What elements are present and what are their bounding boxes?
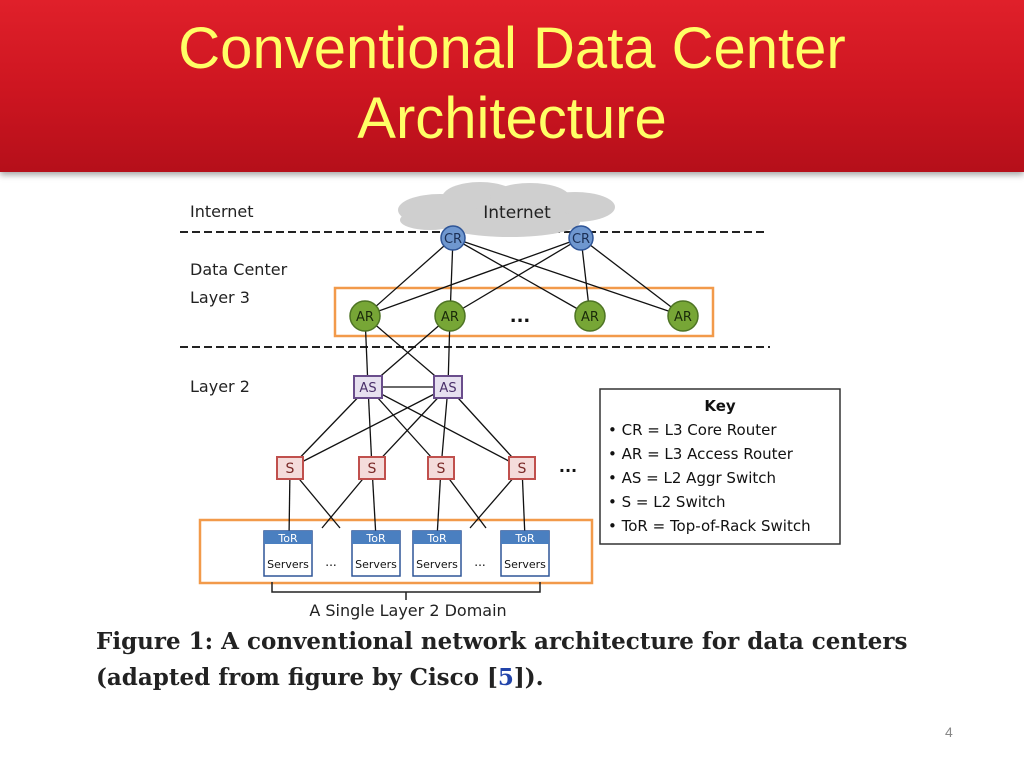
s-node: S [276, 456, 304, 480]
servers-label: Servers [355, 558, 397, 571]
layer-label-dc-line2: Layer 3 [190, 288, 250, 307]
ar-node: AR [349, 300, 381, 332]
figure-caption: Figure 1: A conventional network archite… [96, 624, 936, 696]
servers-label: Servers [504, 558, 546, 571]
layer3-ar-box [333, 286, 715, 338]
tor-rack: ToR Servers [500, 530, 550, 577]
ar-node: AR [434, 300, 466, 332]
tor-label: ToR [277, 532, 298, 545]
cr-node-label: CR [572, 232, 590, 247]
tor-label: ToR [514, 532, 535, 545]
tor-rack: ToR Servers [263, 530, 313, 577]
s-ellipsis: ... [559, 457, 577, 476]
tor-label: ToR [426, 532, 447, 545]
ar-node-label: AR [581, 310, 599, 325]
layer-label-layer2: Layer 2 [190, 377, 250, 396]
as-node: AS [353, 375, 383, 399]
cr-node: CR [568, 225, 594, 251]
internet-cloud-label: Internet [483, 203, 551, 223]
servers-label: Servers [267, 558, 309, 571]
s-node-label: S [286, 461, 295, 477]
caption-line2: (adapted from figure by Cisco [5]). [96, 660, 936, 696]
caption-line2-end: ]). [513, 664, 544, 691]
ar-ellipsis: ... [510, 306, 531, 327]
s-node-label: S [437, 461, 446, 477]
tor-label: ToR [365, 532, 386, 545]
s-node-label: S [518, 461, 527, 477]
ar-node-label: AR [441, 310, 459, 325]
domain-bracket [271, 582, 541, 600]
ar-node: AR [667, 300, 699, 332]
key-item: • AR = L3 Access Router [608, 445, 794, 463]
as-node-label: AS [359, 381, 376, 396]
layer-label-dc-line1: Data Center [190, 260, 288, 279]
cr-node-label: CR [444, 232, 462, 247]
layer-label-internet: Internet [190, 202, 254, 221]
ar-node-label: AR [674, 310, 692, 325]
slide-number: 4 [945, 724, 953, 740]
layer2-domain-box [198, 518, 594, 585]
servers-label: Servers [416, 558, 458, 571]
domain-label: A Single Layer 2 Domain [309, 601, 506, 620]
slide-title-line1: Conventional Data Center [178, 16, 846, 81]
tor-ellipsis: ... [474, 555, 485, 569]
ar-node: AR [574, 300, 606, 332]
key-item: • S = L2 Switch [608, 493, 726, 511]
ar-node-label: AR [356, 310, 374, 325]
title-banner: Conventional Data Center Architecture [0, 0, 1024, 172]
connections [288, 237, 684, 539]
slide-title: Conventional Data Center Architecture [0, 14, 1024, 154]
key-item: • AS = L2 Aggr Switch [608, 469, 776, 487]
cr-node: CR [440, 225, 466, 251]
key-item: • CR = L3 Core Router [608, 421, 777, 439]
caption-line1: Figure 1: A conventional network archite… [96, 628, 908, 655]
tor-rack: ToR Servers [412, 530, 462, 577]
s-node-label: S [368, 461, 377, 477]
slide-title-line2: Architecture [357, 86, 667, 151]
key-legend: Key • CR = L3 Core Router • AR = L3 Acce… [599, 388, 841, 545]
citation-link[interactable]: 5 [497, 664, 514, 691]
as-node-label: AS [439, 381, 456, 396]
caption-line2-start: (adapted from figure by Cisco [ [96, 664, 498, 691]
s-node: S [427, 456, 455, 480]
s-node: S [508, 456, 536, 480]
internet-cloud: Internet [398, 182, 615, 237]
tor-ellipsis: ... [325, 555, 336, 569]
key-title: Key [704, 397, 736, 415]
as-node: AS [433, 375, 463, 399]
s-node: S [358, 456, 386, 480]
key-item: • ToR = Top-of-Rack Switch [608, 517, 811, 535]
tor-rack: ToR Servers [351, 530, 401, 577]
